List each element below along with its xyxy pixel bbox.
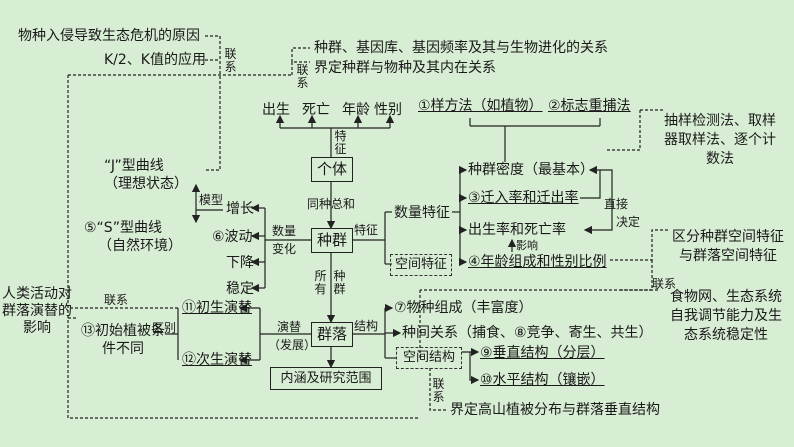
invasion-text: 物种入侵导致生态危机的原因 (18, 28, 200, 44)
birth-death-rate-label: 出生率和死亡率 (468, 222, 566, 238)
primary-succession: ⑪初生演替 (182, 300, 252, 316)
birth-label: 出生 (262, 102, 290, 118)
sex-label: 性别 (374, 102, 402, 118)
pop-label: 种群 (333, 269, 346, 296)
succession-label: 演替（发展） (268, 320, 317, 352)
link-top-label: 联系 (296, 63, 309, 90)
s-env-label: （自然环境） (98, 238, 182, 254)
population-box: 种群 (311, 228, 353, 253)
link-struct-label: 联系 (432, 377, 445, 404)
individual-box: 个体 (311, 157, 353, 182)
model-label: 模型 (199, 193, 224, 207)
mountain-text: 界定高山植被分布与群落垂直结构 (450, 402, 660, 418)
density-label: 种群密度（最基本） (468, 162, 594, 178)
link-human-label: 联系 (104, 293, 129, 307)
spatial-feature-box: 空间特征 (390, 254, 452, 276)
k-value-text: K/2、K值的应用 (104, 52, 206, 68)
mark-recapture-method: ②标志重捕法 (548, 98, 631, 114)
vertical-structure: ⑨垂直结构（分层） (480, 345, 605, 361)
quantity-feature-label: 数量特征 (394, 205, 450, 221)
decrease-label: 下降 (226, 255, 254, 271)
age-sex-label: ④年龄组成和性别比例 (468, 254, 607, 270)
distinguish-label: 区别 (152, 321, 177, 335)
interspecific-label: 种间关系（捕食、⑧竞争、寄生、共生） (402, 325, 653, 341)
connotation-box: 内涵及研究范围 (270, 367, 382, 390)
species-comp-label: ⑦物种组成（丰富度） (394, 300, 533, 316)
horizontal-structure: ⑩水平结构（镶嵌） (480, 372, 605, 388)
secondary-succession: ⑫次生演替 (182, 352, 252, 368)
sampling-methods-text: 抽样检测法、取样器取样法、逐个计数法 (664, 113, 776, 167)
structure-label: 结构 (354, 319, 379, 333)
increase-label: 增长 (226, 201, 254, 217)
link-left-label: 联系 (224, 47, 237, 74)
feature-top-label: 特征 (334, 129, 347, 156)
direct-label: 直接 (604, 197, 629, 211)
migration-label: ③迁入率和迁出率 (468, 190, 579, 206)
death-label: 死亡 (302, 102, 330, 118)
all-label: 所有 (314, 269, 327, 296)
influence-label: 影响 (516, 239, 538, 252)
quantity-change-label: 数量变化 (271, 224, 296, 256)
human-activity-text: 人类活动对群落演替的影响 (2, 286, 72, 336)
s-curve-label: ⑤“S”型曲线 (84, 220, 162, 236)
community-box: 群落 (311, 322, 353, 347)
spatial-structure-box: 空间结构 (396, 347, 462, 369)
fluctuate-label: ⑥波动 (212, 229, 253, 245)
gene-pool-text: 种群、基因库、基因频率及其与生物进化的关系 (314, 40, 608, 56)
j-curve-label: “J”型曲线 (104, 158, 164, 174)
j-state-label: （理想状态） (104, 176, 188, 192)
stable-label: 稳定 (226, 281, 254, 297)
feature-label: 特征 (354, 223, 379, 237)
quadrat-method: ①样方法（如植物） (418, 98, 543, 114)
distinguish-space-text: 区分种群空间特征与群落空间特征 (672, 229, 784, 264)
same-species-label: 同种总和 (307, 197, 356, 211)
decide-label: 决定 (616, 215, 641, 229)
species-text: 界定种群与物种及其内在关系 (314, 60, 496, 76)
link-right-label: 联系 (652, 277, 677, 291)
age-label: 年龄 (342, 102, 370, 118)
food-web-text: 食物网、生态系统自我调节能力及生态系统稳定性 (670, 289, 782, 343)
initial-veg-text: ⑬初始植被条件不同 (81, 323, 165, 357)
